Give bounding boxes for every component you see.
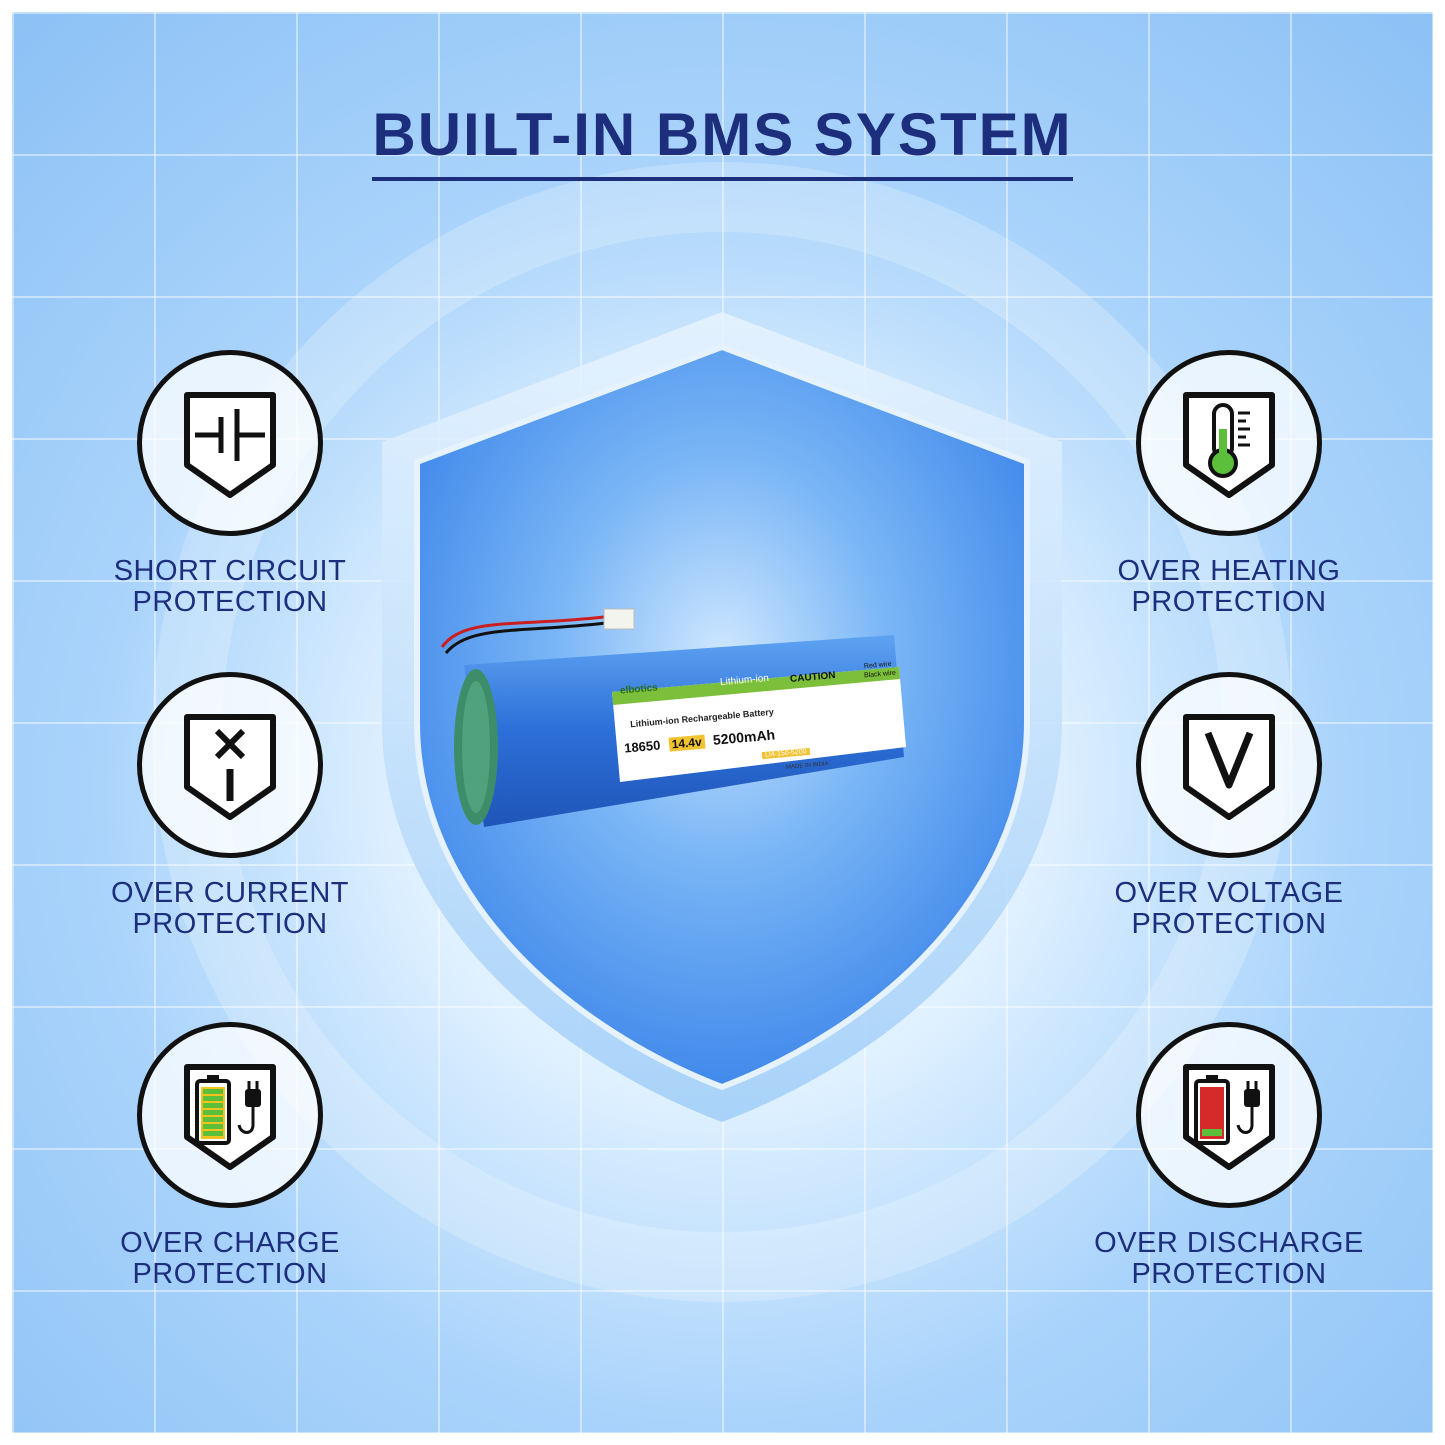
- feature-label-line1: OVER HEATING: [1117, 555, 1341, 587]
- low-battery-plug-icon: [1183, 1064, 1275, 1170]
- battery-voltage: 14.4v: [668, 734, 706, 752]
- current-icon: [184, 714, 276, 820]
- full-battery-plug-icon: [184, 1064, 276, 1170]
- feature-badge: [137, 1022, 323, 1208]
- feature-label: OVER CHARGE PROTECTION: [70, 1228, 390, 1290]
- feature-badge: [1136, 1022, 1322, 1208]
- infographic-canvas: BUILT-IN BMS SYSTEM: [12, 12, 1433, 1433]
- feature-short-circuit: SHORT CIRCUIT PROTECTION: [70, 350, 390, 618]
- feature-label-line2: PROTECTION: [132, 586, 328, 618]
- feature-badge: [1136, 350, 1322, 536]
- feature-label: OVER DISCHARGE PROTECTION: [1069, 1228, 1389, 1290]
- feature-label-line2: PROTECTION: [1131, 586, 1327, 618]
- page-title: BUILT-IN BMS SYSTEM: [12, 100, 1433, 181]
- feature-badge: [137, 672, 323, 858]
- battery-model: 18650: [623, 737, 661, 756]
- feature-label-line2: PROTECTION: [132, 908, 328, 940]
- feature-badge: [1136, 672, 1322, 858]
- feature-badge: [137, 350, 323, 536]
- feature-label-line2: PROTECTION: [132, 1258, 328, 1290]
- feature-label: OVER CURRENT PROTECTION: [70, 878, 390, 940]
- voltage-icon: [1183, 714, 1275, 820]
- feature-label-line1: SHORT CIRCUIT: [113, 555, 347, 587]
- feature-label-line1: OVER CURRENT: [110, 877, 349, 909]
- feature-label-line2: PROTECTION: [1131, 908, 1327, 940]
- feature-label: OVER HEATING PROTECTION: [1069, 556, 1389, 618]
- feature-label: SHORT CIRCUIT PROTECTION: [70, 556, 390, 618]
- feature-label: OVER VOLTAGE PROTECTION: [1069, 878, 1389, 940]
- feature-label-line1: OVER CHARGE: [120, 1227, 340, 1259]
- feature-label-line1: OVER DISCHARGE: [1094, 1227, 1364, 1259]
- feature-over-discharge: OVER DISCHARGE PROTECTION: [1069, 1022, 1389, 1290]
- feature-label-line1: OVER VOLTAGE: [1114, 877, 1344, 909]
- short-circuit-icon: [184, 392, 276, 498]
- battery-illustration: [440, 608, 906, 827]
- feature-over-heating: OVER HEATING PROTECTION: [1069, 350, 1389, 618]
- battery-pack: elbotics Lithium-ion CAUTION Red wire Bl…: [424, 587, 924, 877]
- thermometer-icon: [1183, 392, 1275, 498]
- feature-over-charge: OVER CHARGE PROTECTION: [70, 1022, 390, 1290]
- feature-over-voltage: OVER VOLTAGE PROTECTION: [1069, 672, 1389, 940]
- feature-label-line2: PROTECTION: [1131, 1258, 1327, 1290]
- feature-over-current: OVER CURRENT PROTECTION: [70, 672, 390, 940]
